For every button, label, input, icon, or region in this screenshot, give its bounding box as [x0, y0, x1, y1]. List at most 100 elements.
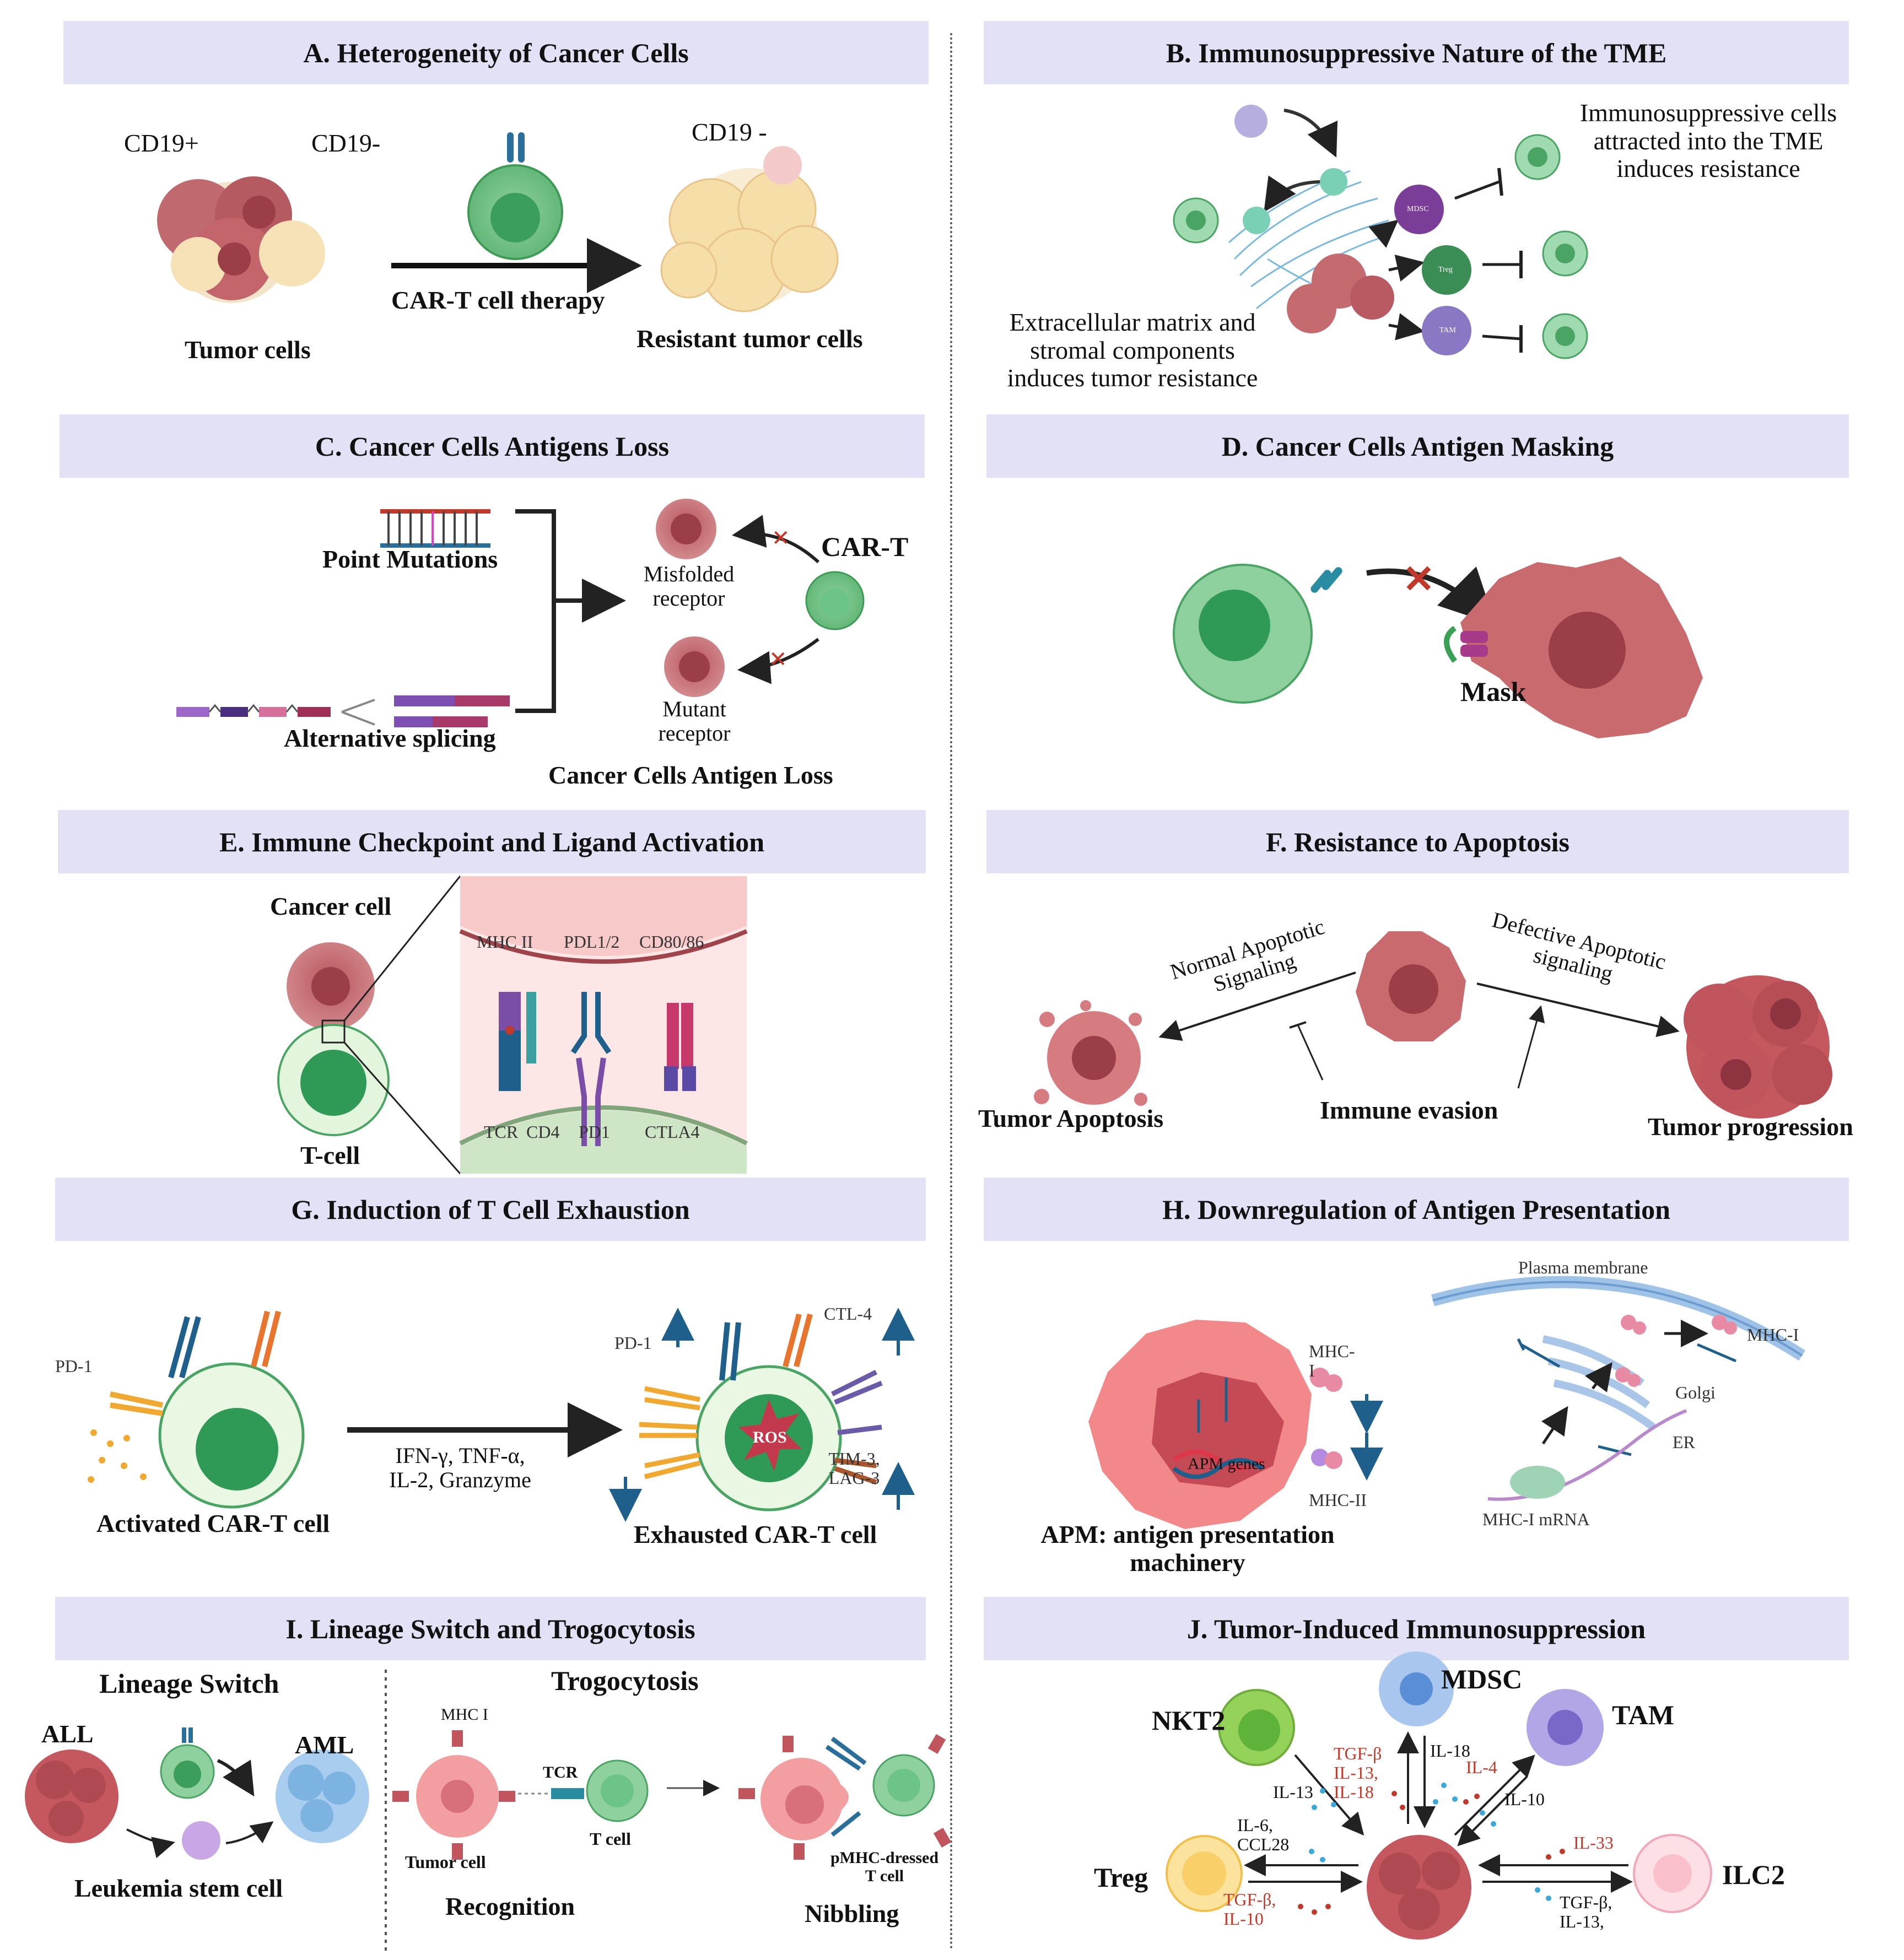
j-ilc2-label: ILC2 — [1722, 1859, 1785, 1890]
j-tgf2-label: TGF-β, IL-10 — [1223, 1889, 1276, 1929]
e-cd4-label: CD4 — [526, 1122, 560, 1142]
j-il13-label: IL-13 — [1273, 1782, 1313, 1802]
a-resistant-cluster — [660, 146, 839, 312]
j-tam-label: TAM — [1612, 1699, 1674, 1730]
g-exhausted-label: Exhausted CAR-T cell — [634, 1520, 877, 1548]
panel-i-title: I. Lineage Switch and Trogocytosis — [55, 1597, 926, 1660]
g-tim-line: LAG-3 — [828, 1468, 880, 1488]
panel-divider — [950, 33, 952, 1951]
i-all-label: ALL — [41, 1720, 94, 1748]
a-cd19neg2-label: CD19 - — [692, 118, 767, 146]
h-plasma-label: Plasma membrane — [1518, 1257, 1648, 1277]
e-ctla4-label: CTLA4 — [645, 1122, 700, 1142]
j-mdsc-label: MDSC — [1441, 1664, 1523, 1694]
g-cytokines-line: IL-2, Granzyme — [389, 1467, 531, 1492]
g-tim-label: TIM-3, LAG-3 — [821, 1449, 887, 1488]
i-pmhc-line: pMHC-dressed — [830, 1849, 939, 1867]
g-pd1b-label: PD-1 — [614, 1333, 652, 1353]
e-tcell-label: T-cell — [300, 1141, 360, 1169]
j-tgf1-line: IL-18 — [1334, 1782, 1374, 1802]
h-mhc1-line: MHC- — [1309, 1341, 1355, 1361]
e-pdl-label: PDL1/2 — [564, 932, 620, 952]
b-ecm-note-line: Extracellular matrix and — [1009, 308, 1256, 336]
c-graphic: ✕ ✕ — [176, 499, 865, 727]
g-tim-line: TIM-3, — [828, 1449, 880, 1468]
g-cytokines-label: IFN-γ, TNF-α, IL-2, Granzyme — [366, 1444, 554, 1492]
a-tumor-cluster — [157, 176, 325, 303]
a-cd19pos-label: CD19+ — [124, 129, 199, 157]
c-mutant-line: receptor — [658, 721, 731, 746]
j-tgf2-line: IL-10 — [1223, 1909, 1264, 1929]
b-cells-note-line: Immunosuppressive cells — [1579, 99, 1837, 127]
i-tcell-label: T cell — [590, 1829, 631, 1849]
i-trogo-label: Trogocytosis — [551, 1665, 699, 1696]
j-il10-label: IL-10 — [1504, 1789, 1545, 1809]
g-graphic — [88, 1308, 915, 1522]
j-il33-label: IL-33 — [1573, 1833, 1614, 1853]
j-nkt2-label: NKT2 — [1152, 1705, 1226, 1736]
j-tgf3-line: IL-13, — [1560, 1912, 1604, 1932]
b-cells-note-line: induces resistance — [1616, 154, 1800, 183]
i-tumor-label: Tumor cell — [405, 1852, 486, 1872]
c-mutant-label: Mutant receptor — [628, 697, 760, 746]
e-pd1-label: PD1 — [579, 1122, 610, 1142]
j-il4-label: IL-4 — [1466, 1757, 1497, 1777]
b-ecm-note-line: stromal components — [1030, 336, 1235, 364]
c-cart-label: CAR-T — [821, 531, 909, 562]
d-mask-label: Mask — [1460, 676, 1527, 707]
b-cells-note: Immunosuppressive cells attracted into t… — [1571, 99, 1846, 183]
h-golgi-label: Golgi — [1675, 1383, 1716, 1402]
f-apoptosis-label: Tumor Apoptosis — [978, 1104, 1164, 1132]
j-il6-line: IL-6, — [1237, 1815, 1273, 1835]
panel-d-title: D. Cancer Cells Antigen Masking — [986, 414, 1849, 478]
i-aml-label: AML — [295, 1731, 354, 1759]
a-therapy-label: CAR-T cell therapy — [391, 286, 605, 314]
f-evasion-label: Immune evasion — [1320, 1096, 1498, 1124]
i-pmhc-line: T cell — [865, 1867, 904, 1885]
i-lineage-label: Lineage Switch — [99, 1668, 279, 1699]
i-graphic — [25, 1670, 952, 1951]
b-mdsc-label: MDSC — [1407, 205, 1429, 213]
h-apm-genes-label: APM genes — [1188, 1455, 1265, 1473]
h-mhc1-line: I — [1309, 1360, 1315, 1381]
h-apm-line: machinery — [1130, 1548, 1245, 1576]
j-il6-label: IL-6, CCL28 — [1237, 1815, 1289, 1854]
e-cd80-label: CD80/86 — [639, 932, 704, 952]
j-tgf3-label: TGF-β, IL-13, — [1560, 1892, 1612, 1932]
svg-text:✕: ✕ — [1403, 559, 1435, 601]
g-activated-label: Activated CAR-T cell — [96, 1509, 330, 1537]
e-graphic — [277, 876, 748, 1174]
b-cells-note-line: attracted into the TME — [1593, 126, 1824, 155]
a-resistant-label: Resistant tumor cells — [637, 325, 863, 353]
i-lsc-label: Leukemia stem cell — [74, 1874, 283, 1902]
j-graphic — [1166, 1651, 1712, 1940]
i-tcr-label: TCR — [543, 1763, 578, 1781]
c-splicing-label: Alternative splicing — [284, 724, 496, 752]
e-tcr-label: TCR — [484, 1122, 519, 1142]
g-cytokines-line: IFN-γ, TNF-α, — [395, 1443, 525, 1468]
b-ecm-note: Extracellular matrix and stromal compone… — [978, 308, 1287, 392]
j-tgf2-line: TGF-β, — [1223, 1889, 1276, 1909]
panel-f-title: F. Resistance to Apoptosis — [986, 810, 1849, 873]
panel-a-title: A. Heterogeneity of Cancer Cells — [63, 21, 929, 84]
c-caption: Cancer Cells Antigen Loss — [548, 761, 833, 789]
b-tme-graphic — [1173, 105, 1588, 359]
c-mutant-line: Mutant — [662, 696, 726, 721]
panel-h-title: H. Downregulation of Antigen Presentatio… — [984, 1178, 1849, 1241]
c-misfolded-line: receptor — [652, 586, 725, 611]
d-graphic: ✕ — [1173, 557, 1703, 738]
j-il18-label: IL-18 — [1430, 1741, 1470, 1761]
c-point-label: Point Mutations — [322, 545, 498, 573]
f-progression-label: Tumor progression — [1648, 1113, 1853, 1141]
panel-c-title: C. Cancer Cells Antigens Loss — [60, 414, 925, 478]
f-graphic — [1034, 931, 1832, 1119]
svg-text:✕: ✕ — [769, 647, 788, 672]
i-recognition-label: Recognition — [445, 1892, 575, 1920]
panel-g-title: G. Induction of T Cell Exhaustion — [55, 1178, 926, 1241]
a-cd19neg-label: CD19- — [311, 129, 381, 157]
b-ecm-note-line: induces tumor resistance — [1007, 364, 1258, 392]
a-tumor-label: Tumor cells — [185, 336, 311, 364]
h-graphic — [1088, 1276, 1805, 1529]
h-apm-label: APM: antigen presentation machinery — [1022, 1520, 1353, 1576]
